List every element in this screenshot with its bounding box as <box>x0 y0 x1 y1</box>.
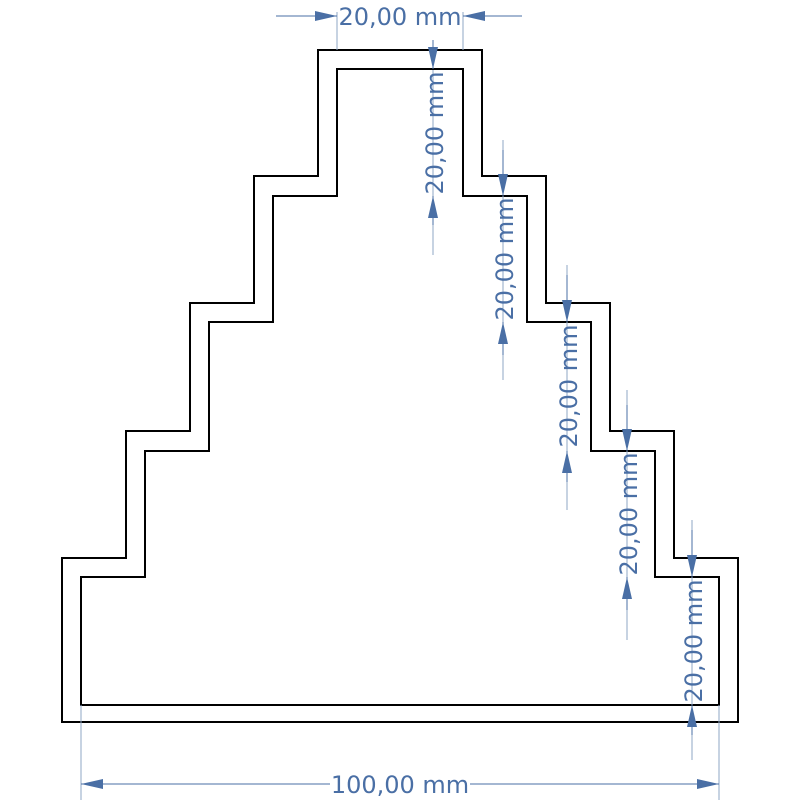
extension-lines <box>80 12 720 800</box>
dimension-step-5: 20,00 mm <box>680 530 708 735</box>
inner-outline <box>80 68 720 706</box>
dimension-label-step-2: 20,00 mm <box>491 197 519 320</box>
dimension-step-3: 20,00 mm <box>555 275 583 482</box>
dimension-label-base-width: 100,00 mm <box>331 771 469 799</box>
dimension-step-4: 20,00 mm <box>615 405 643 610</box>
dimension-label-step-4: 20,00 mm <box>615 452 643 575</box>
dimension-base-width: 100,00 mm <box>81 771 719 799</box>
dimension-label-step-1: 20,00 mm <box>421 71 449 194</box>
dimension-label-top-width: 20,00 mm <box>338 3 461 31</box>
dimension-label-step-5: 20,00 mm <box>680 579 708 702</box>
dimension-step-2: 20,00 mm <box>491 150 519 355</box>
dimension-top-width: 20,00 mm <box>276 3 522 31</box>
dimension-label-step-3: 20,00 mm <box>555 324 583 447</box>
outer-outline <box>61 49 739 723</box>
dimension-step-1: 20,00 mm <box>421 40 449 225</box>
